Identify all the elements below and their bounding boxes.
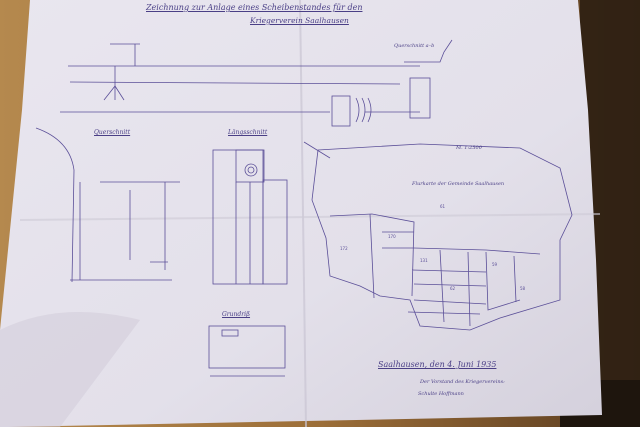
drawing-title: Zeichnung zur Anlage eines Scheibenstand… bbox=[146, 3, 363, 12]
floor-plan bbox=[208, 325, 286, 369]
map-caption: Flurkarte der Gemeinde Saalhausen bbox=[412, 181, 505, 187]
scale-label: M. 1:2500 bbox=[456, 145, 482, 151]
label-querschnitt: Querschnitt bbox=[94, 129, 131, 136]
parcel-number: 62 bbox=[450, 286, 456, 291]
signature-line: Der Vorstand des Kriegervereins: bbox=[420, 379, 505, 385]
drawing-subtitle: Kriegerverein Saalhausen bbox=[250, 16, 349, 25]
long-section-side bbox=[262, 179, 288, 285]
parcel-number: 59 bbox=[492, 262, 498, 267]
parcel-number: 170 bbox=[388, 234, 396, 239]
map-outline bbox=[311, 143, 573, 331]
place-date: Saalhausen, den 4. Juni 1935 bbox=[378, 360, 497, 369]
detail-profile bbox=[404, 39, 453, 63]
detail-box bbox=[409, 77, 431, 119]
paper-fold bbox=[299, 0, 307, 427]
label-laengsschnitt: Längsschnitt bbox=[228, 129, 268, 136]
target-block bbox=[331, 95, 351, 127]
target-circle bbox=[244, 163, 258, 177]
label-detail: Querschnitt a–b bbox=[394, 43, 435, 49]
parcel-number: 131 bbox=[420, 258, 428, 263]
paper-fold bbox=[19, 213, 601, 221]
paper-sheet bbox=[0, 0, 602, 427]
map-parcels bbox=[329, 213, 541, 327]
tripod bbox=[114, 85, 125, 101]
bullet-arcs bbox=[355, 97, 372, 123]
parcel-number: 58 bbox=[520, 286, 526, 291]
parcel-number: 172 bbox=[340, 246, 348, 251]
profile-line bbox=[69, 81, 401, 85]
section-curve bbox=[35, 127, 75, 283]
target-circle bbox=[247, 166, 255, 174]
floor-plan-box bbox=[221, 329, 239, 337]
parcel-number: 61 bbox=[440, 204, 446, 209]
paper-shadow bbox=[0, 312, 140, 427]
tripod bbox=[103, 85, 116, 101]
arrow bbox=[303, 141, 331, 159]
label-grundriss: Grundriß bbox=[222, 311, 251, 318]
signatures: Schulte Hoffmann bbox=[418, 391, 464, 397]
